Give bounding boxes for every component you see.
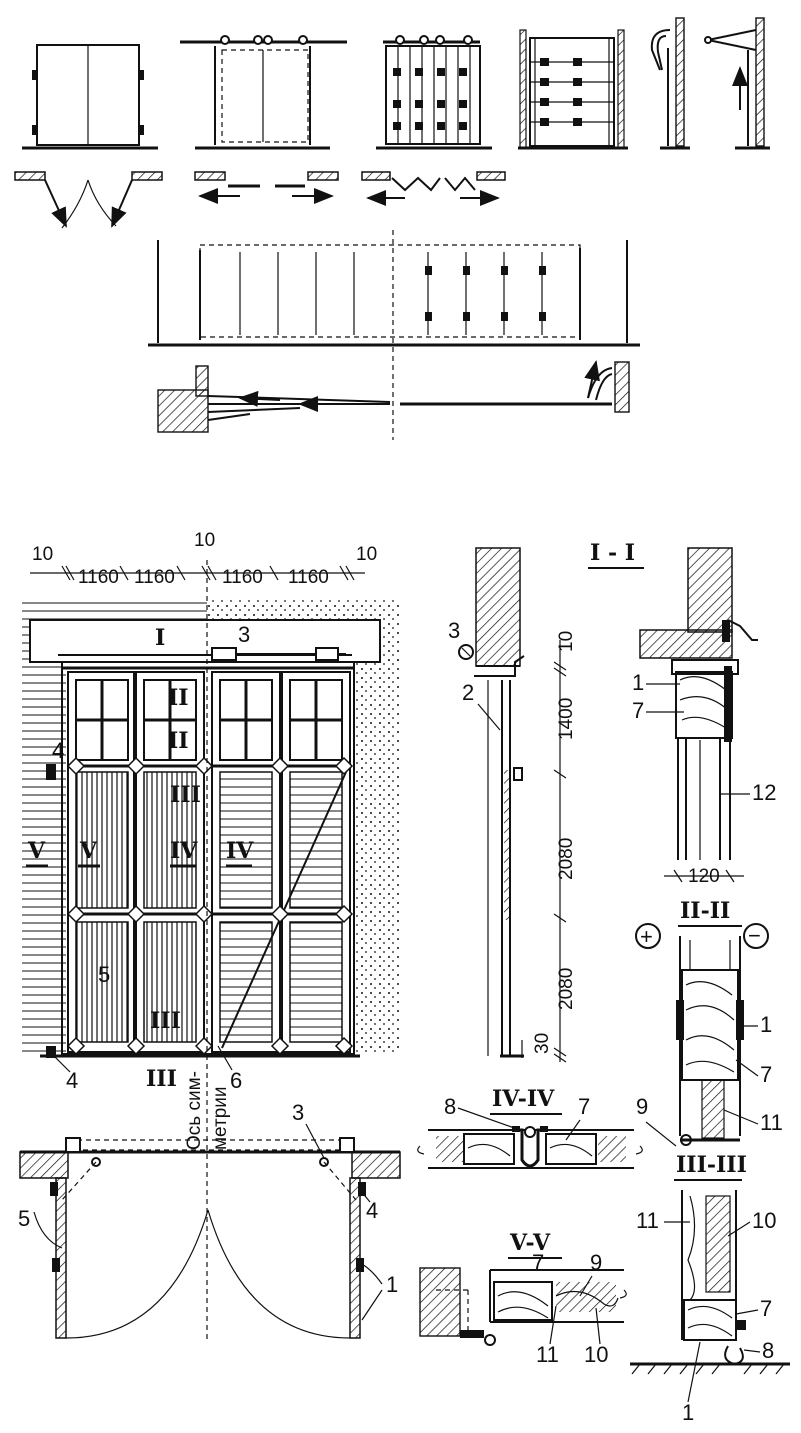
callout-7-s1: 7	[632, 698, 644, 723]
callout-11-s2: 11	[760, 1110, 783, 1135]
dim-frame-width: 120	[688, 866, 720, 887]
scheme-folding-gate	[361, 35, 506, 206]
section-1-1: I - I 1 7 12 120	[588, 540, 776, 887]
section-4-title: IV-IV	[492, 1086, 555, 1112]
section-2-title: II-II	[680, 898, 730, 924]
section-4-4: IV-IV 8 7	[417, 1086, 643, 1169]
marker-section-4-right: IV	[226, 838, 254, 864]
callout-7-s4: 7	[578, 1094, 590, 1119]
axis-label-line1: Ось сим-	[184, 1071, 205, 1150]
callout-10-s5: 10	[584, 1342, 608, 1367]
axis-label-line2: метрии	[210, 1087, 231, 1151]
section-1-title: I - I	[590, 540, 635, 566]
dim-vertical-top: 10	[556, 631, 577, 652]
dim-gap-mid: 10	[194, 530, 215, 551]
scheme-multi-leaf-gate	[148, 230, 640, 440]
corner-gussets	[66, 756, 354, 1056]
dim-leaf-4: 1160	[288, 567, 329, 588]
marker-section-5-left: V	[27, 838, 46, 864]
callout-3-elevation: 3	[238, 622, 250, 647]
callout-1-s3: 1	[682, 1400, 694, 1425]
marker-section-3b: III	[150, 1008, 181, 1034]
scheme-sliding-gate	[180, 35, 347, 204]
callout-12: 12	[752, 780, 776, 805]
dim-gap-left: 10	[32, 544, 53, 565]
callout-11-s5: 11	[536, 1342, 559, 1367]
callout-9-s5: 9	[590, 1250, 602, 1275]
marker-section-5: V	[79, 838, 98, 864]
callout-2: 2	[462, 680, 474, 705]
section-3-3: III-III 11 10 7 8 1	[630, 1152, 790, 1425]
dim-leaf-2: 1160	[134, 567, 175, 588]
callout-4-bottom: 4	[66, 1068, 78, 1093]
callout-5-elevation: 5	[98, 962, 110, 987]
sign-plus: +	[640, 924, 653, 949]
callout-7-s3: 7	[760, 1296, 772, 1321]
section-2-2: II-II + − 1 7 11 9	[635, 898, 783, 1147]
sign-minus: −	[748, 923, 761, 948]
section-5-title: V-V	[509, 1230, 551, 1256]
callout-1-s1: 1	[632, 670, 644, 695]
section-5-5: V-V 7 9 11 10	[419, 1230, 627, 1367]
glazing-panels	[75, 679, 343, 761]
callout-1-plan: 1	[386, 1272, 398, 1297]
side-section: 3 2	[448, 547, 525, 1058]
marker-section-4: IV	[170, 838, 198, 864]
dim-gap-right: 10	[356, 544, 377, 565]
boarded-panels	[75, 771, 343, 1043]
dim-vertical-bottom: 30	[532, 1033, 553, 1054]
callout-3-plan: 3	[292, 1100, 304, 1125]
scheme-swing-gate	[14, 44, 163, 229]
main-elevation	[22, 560, 400, 1340]
callout-10-s3: 10	[752, 1208, 776, 1233]
callout-7-s2: 7	[760, 1062, 772, 1087]
scheme-lifting-gate	[650, 17, 770, 150]
elevation-labels: I 3 4 II II III V V IV IV 5 III III 4 6 …	[26, 622, 254, 1150]
callout-7-s5: 7	[532, 1250, 544, 1275]
marker-section-3: III	[170, 782, 201, 808]
marker-section-2: II	[168, 685, 189, 711]
callout-4-plan: 4	[366, 1198, 378, 1223]
callout-6: 6	[230, 1068, 242, 1093]
callout-4-elevation: 4	[52, 738, 64, 763]
callout-11-s3: 11	[636, 1208, 659, 1233]
callout-1-s2: 1	[760, 1012, 772, 1037]
plan-view: 5 3 4 1	[18, 1100, 401, 1339]
dim-leaf-3: 1160	[222, 567, 263, 588]
dim-vertical-upper: 1400	[556, 698, 577, 740]
dim-leaf-1: 1160	[78, 567, 119, 588]
callout-5-plan: 5	[18, 1206, 30, 1231]
marker-section-3c: III	[146, 1066, 177, 1092]
section-3-title: III-III	[676, 1152, 747, 1178]
dim-vertical-lower: 2080	[556, 968, 577, 1010]
vertical-dimension-chain: 10 1400 2080 2080 30	[532, 631, 577, 1063]
marker-section-2b: II	[168, 728, 189, 754]
callout-9: 9	[636, 1094, 648, 1119]
marker-section-1: I	[155, 625, 165, 651]
scheme-up-sliding-gate	[518, 29, 628, 150]
callout-3-side: 3	[448, 618, 460, 643]
callout-8-s4: 8	[444, 1094, 456, 1119]
callout-8-s3: 8	[762, 1338, 774, 1363]
dim-vertical-middle: 2080	[556, 838, 577, 880]
top-dimension-chain: 10 1160 1160 10 1160 1160 10	[30, 530, 377, 588]
